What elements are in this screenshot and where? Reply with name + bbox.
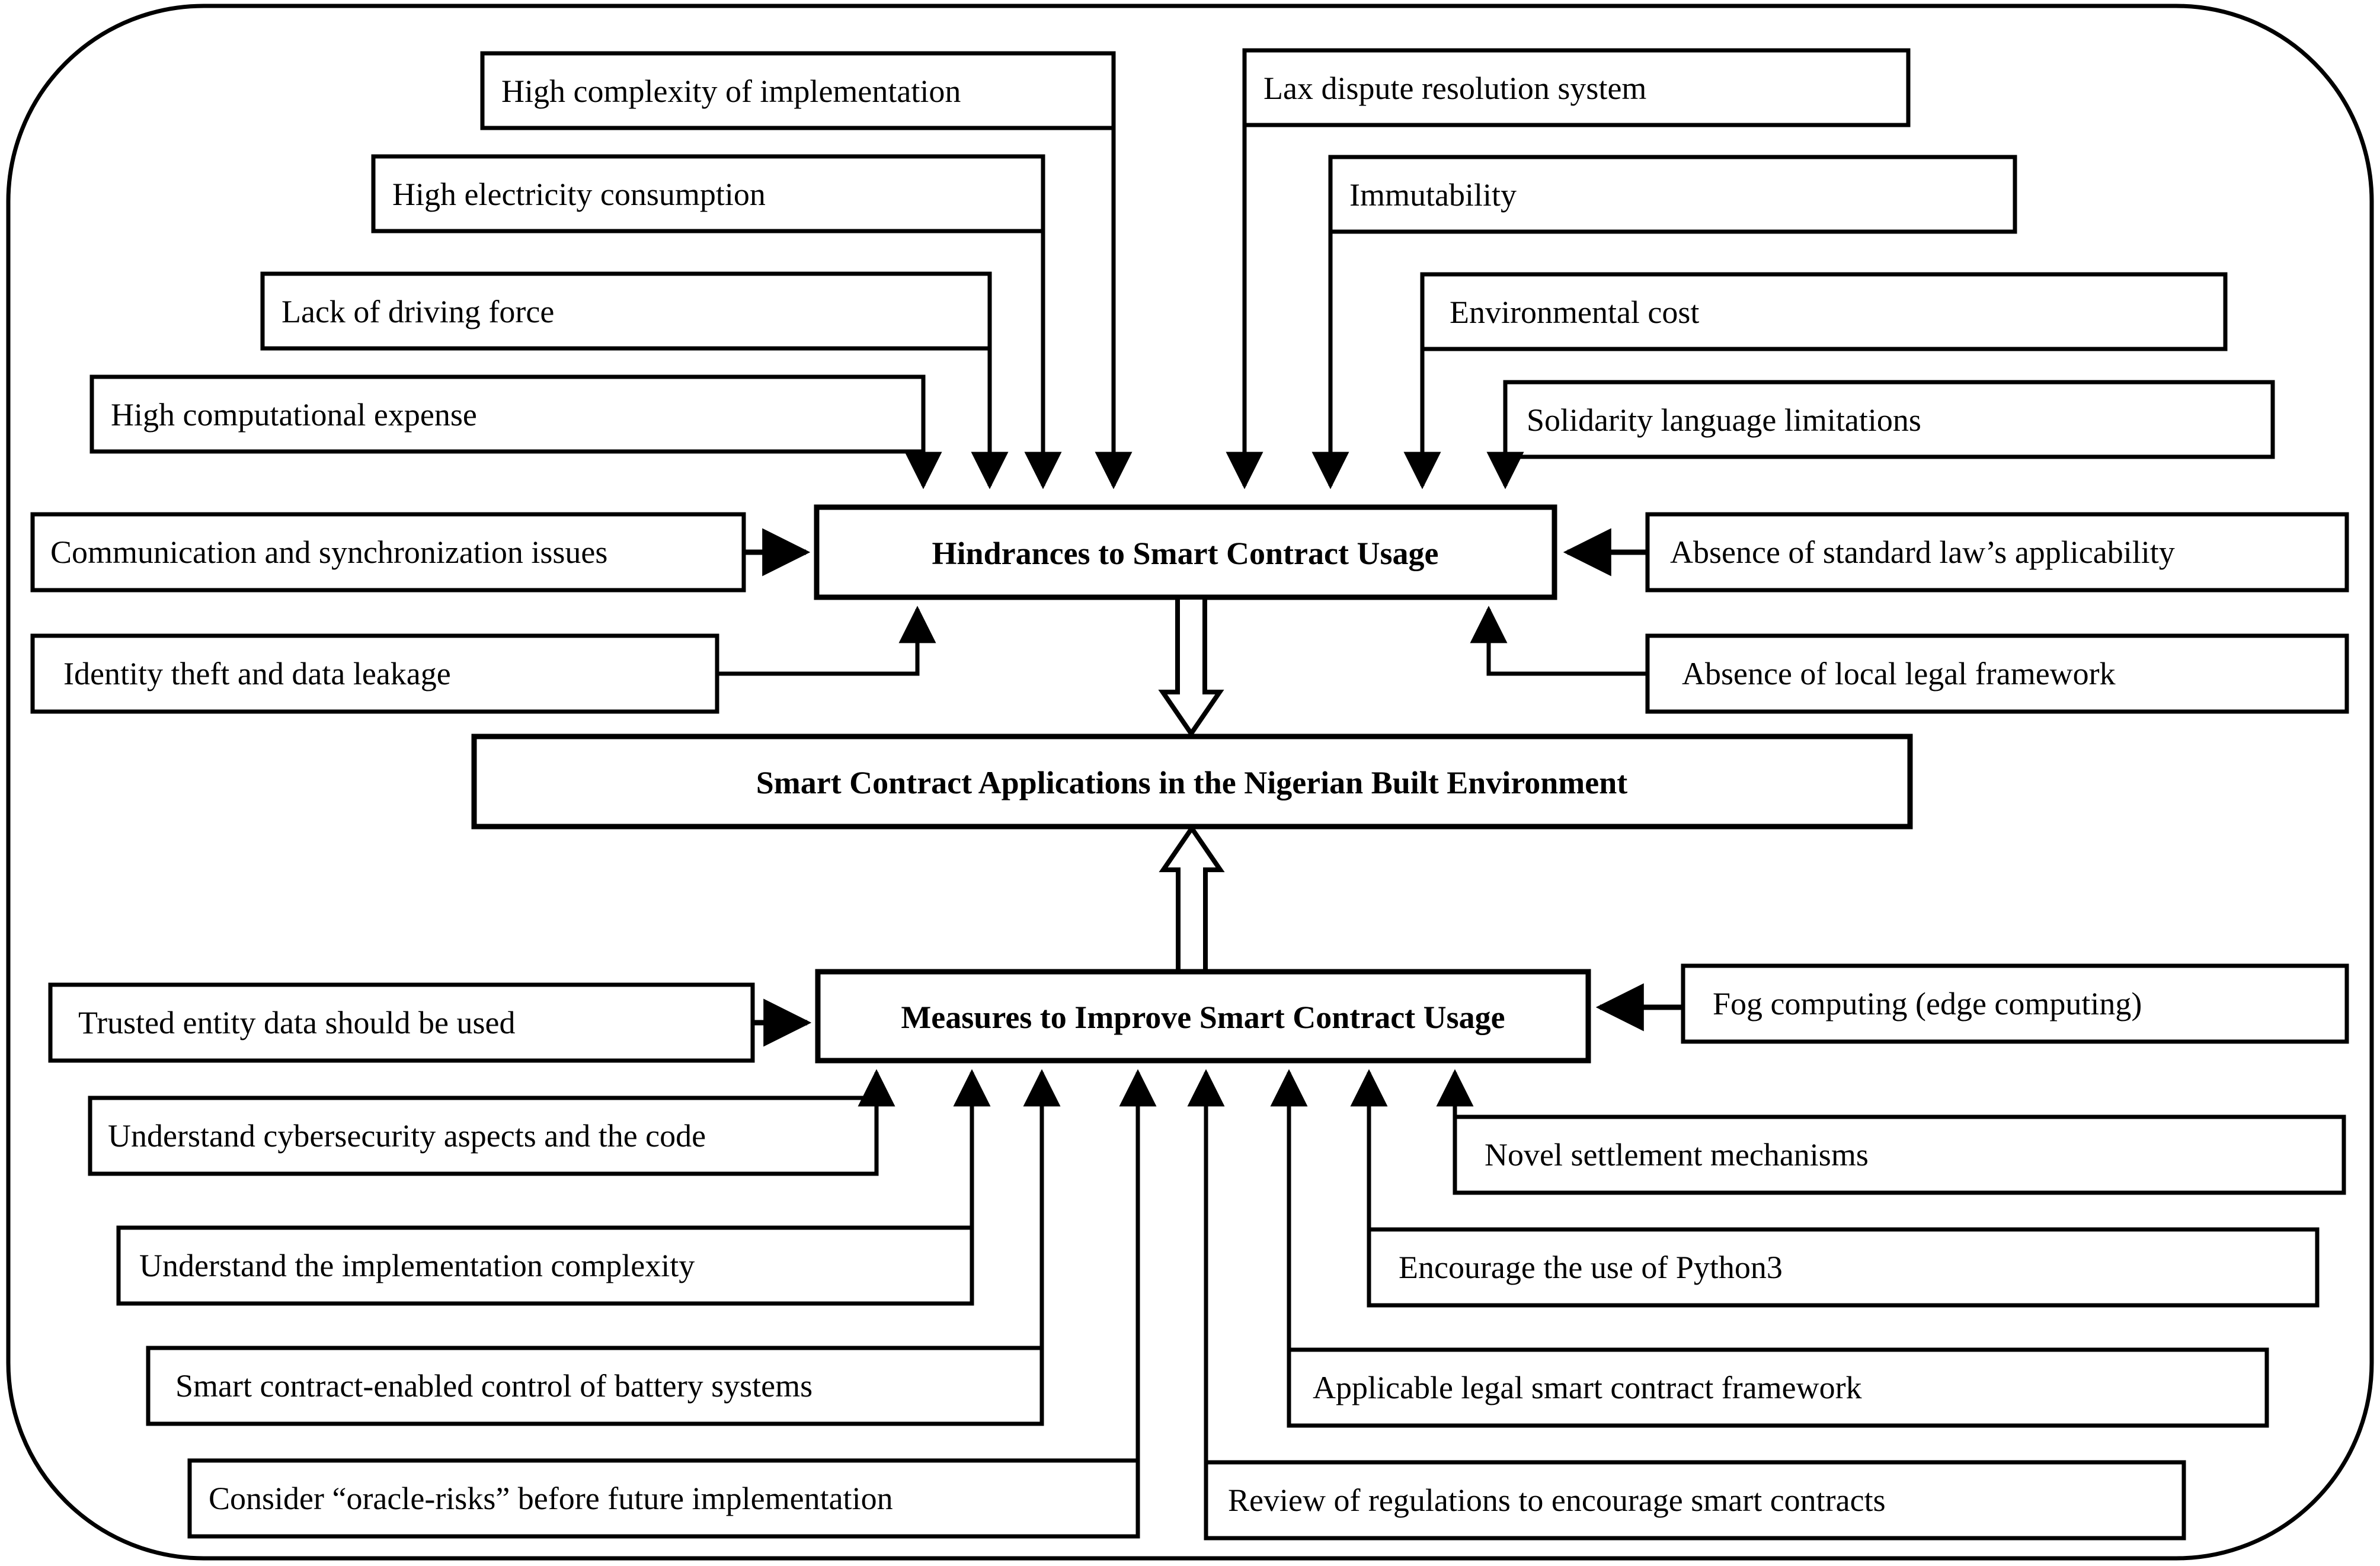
box-applicable-legal-framework[interactable]: Applicable legal smart contract framewor…	[1287, 1347, 2269, 1428]
connector-absence-local-legal	[1470, 606, 1648, 676]
box-identity-theft-and-data-leakage[interactable]: Identity theft and data leakage	[30, 633, 719, 714]
box-label: Fog computing (edge computing)	[1713, 986, 2142, 1021]
box-label: Review of regulations to encourage smart…	[1228, 1482, 1886, 1518]
box-label: Understand the implementation complexity	[139, 1248, 695, 1283]
box-label: Solidarity language limitations	[1527, 402, 1921, 438]
box-label: Identity theft and data leakage	[63, 656, 451, 691]
box-lack-of-driving-force[interactable]: Lack of driving force	[260, 271, 992, 351]
box-label: Environmental cost	[1450, 294, 1699, 330]
box-immutability[interactable]: Immutability	[1328, 155, 2017, 234]
box-absence-of-standard-laws-applicability[interactable]: Absence of standard law’s applicability	[1645, 512, 2349, 593]
box-label: Smart contract-enabled control of batter…	[175, 1368, 812, 1404]
node-smart-contract-applications[interactable]: Smart Contract Applications in the Niger…	[471, 734, 1913, 830]
box-environmental-cost[interactable]: Environmental cost	[1420, 272, 2228, 351]
node-measures-to-improve-smart-contract-usage[interactable]: Measures to Improve Smart Contract Usage	[815, 969, 1591, 1064]
box-label: Understand cybersecurity aspects and the…	[108, 1118, 706, 1154]
box-novel-settlement-mechanisms[interactable]: Novel settlement mechanisms	[1453, 1115, 2346, 1195]
node-hindrances-to-smart-contract-usage[interactable]: Hindrances to Smart Contract Usage	[814, 504, 1557, 600]
box-label: Applicable legal smart contract framewor…	[1313, 1370, 1862, 1405]
box-review-of-regulations[interactable]: Review of regulations to encourage smart…	[1204, 1460, 2186, 1541]
node-label: Hindrances to Smart Contract Usage	[932, 536, 1439, 571]
node-label: Measures to Improve Smart Contract Usage	[901, 1000, 1505, 1035]
box-absence-of-local-legal-framework[interactable]: Absence of local legal framework	[1645, 633, 2349, 714]
box-high-electricity-consumption[interactable]: High electricity consumption	[371, 154, 1045, 233]
box-communication-and-synchronization-issues[interactable]: Communication and synchronization issues	[30, 512, 746, 593]
box-label: Lack of driving force	[281, 294, 554, 329]
box-label: Novel settlement mechanisms	[1485, 1137, 1869, 1173]
connector-identity-theft	[717, 606, 936, 676]
box-lax-dispute-resolution-system[interactable]: Lax dispute resolution system	[1242, 48, 1911, 127]
box-label: High complexity of implementation	[501, 73, 961, 109]
box-label: Absence of local legal framework	[1682, 656, 2116, 691]
box-smart-contract-enabled-control-of-battery-systems[interactable]: Smart contract-enabled control of batter…	[146, 1346, 1044, 1426]
box-label: Lax dispute resolution system	[1263, 71, 1646, 106]
box-understand-implementation-complexity[interactable]: Understand the implementation complexity	[116, 1225, 974, 1306]
box-fog-computing[interactable]: Fog computing (edge computing)	[1681, 963, 2349, 1044]
box-label: Encourage the use of Python3	[1399, 1250, 1783, 1285]
box-high-complexity-of-implementation[interactable]: High complexity of implementation	[480, 51, 1116, 130]
box-label: High computational expense	[111, 397, 477, 433]
box-label: Trusted entity data should be used	[78, 1005, 515, 1040]
box-label: Immutability	[1349, 177, 1517, 213]
box-label: High electricity consumption	[392, 177, 766, 212]
node-label: Smart Contract Applications in the Niger…	[756, 765, 1628, 800]
box-label: Absence of standard law’s applicability	[1670, 534, 2175, 570]
box-label: Communication and synchronization issues	[50, 534, 607, 570]
block-arrow-hindrances-to-center	[1158, 595, 1224, 738]
box-solidarity-language-limitations[interactable]: Solidarity language limitations	[1503, 380, 2275, 459]
box-trusted-entity-data-should-be-used[interactable]: Trusted entity data should be used	[48, 982, 755, 1063]
box-understand-cybersecurity-aspects[interactable]: Understand cybersecurity aspects and the…	[88, 1096, 879, 1176]
box-encourage-python3[interactable]: Encourage the use of Python3	[1367, 1227, 2320, 1308]
box-label: Consider “oracle-risks” before future im…	[209, 1481, 893, 1516]
box-high-computational-expense[interactable]: High computational expense	[89, 374, 926, 454]
box-consider-oracle-risks[interactable]: Consider “oracle-risks” before future im…	[187, 1458, 1140, 1539]
